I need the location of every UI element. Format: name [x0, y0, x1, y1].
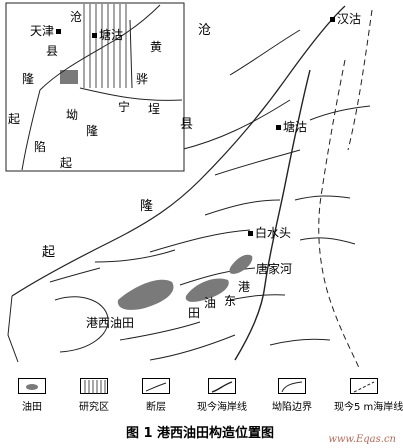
legend-label: 现今5 m海岸线: [334, 402, 403, 413]
inset-label-ning: 宁: [118, 100, 131, 114]
inset-label-hua: 骅: [136, 72, 149, 86]
baishuitou-dot: [248, 231, 253, 236]
tanggu-inset-dot: [92, 33, 97, 38]
fault-swatch: [142, 378, 170, 394]
inset-coast: [129, 19, 133, 89]
inset-boundary-line: [39, 4, 161, 91]
inset-label-long2: 隆: [86, 124, 99, 138]
main-label-hangu: 汉沽: [328, 12, 361, 26]
main-label-cang: 沧: [198, 23, 212, 38]
fault: [94, 249, 176, 263]
fault: [149, 334, 236, 361]
fault: [299, 237, 356, 245]
gangxi-bay-line: [54, 296, 109, 353]
legend-label: 研究区: [79, 402, 109, 413]
fault: [229, 29, 301, 76]
gangdong-oilfield-shape: [185, 278, 229, 302]
coastline-swatch: [208, 378, 236, 394]
left-boundary-line: [7, 295, 19, 363]
legend: 油田 研究区 断层 现今海岸线: [0, 378, 403, 418]
legend-item-study: 研究区: [64, 378, 124, 413]
legend-item-coast: 现今海岸线: [192, 378, 252, 413]
tangjiahe-oilfield-shape: [229, 254, 253, 274]
fault: [49, 267, 101, 283]
inset-frame: [5, 2, 185, 172]
main-label-xian: 县: [180, 117, 194, 132]
fault: [294, 195, 351, 201]
inset-label-ao: 坳: [66, 108, 79, 122]
main-label-gang: 港: [238, 280, 251, 294]
fault: [119, 321, 201, 341]
faults: [49, 29, 371, 361]
coastline-5m: [318, 59, 361, 371]
fault: [229, 294, 286, 301]
oilfield-swatch: [18, 378, 46, 394]
legend-item-coast5: 现今5 m海岸线: [334, 378, 403, 413]
main-label-you: 油: [204, 296, 217, 310]
inset-label-huang: 黄: [150, 40, 163, 54]
legend-label: 油田: [22, 402, 42, 413]
inset-label-tanggu: 塘沽: [90, 28, 123, 42]
coastline: [234, 69, 311, 361]
inset-label-xian2: 陷: [34, 140, 47, 154]
oilfields: [117, 254, 253, 310]
figure-caption: 图 1 港西油田构造位置图: [125, 426, 275, 441]
structure-map: [5, 2, 373, 371]
inset-label-tianjin: 天津: [30, 24, 63, 38]
fault: [214, 149, 301, 176]
inset-label-cang: 沧: [70, 10, 83, 24]
main-label-tangjiahe: 唐家河: [256, 262, 293, 276]
gangxi-oilfield-shape: [117, 279, 174, 310]
legend-label: 坳陷边界: [272, 402, 312, 413]
main-label-qi: 起: [42, 245, 56, 260]
fault: [269, 338, 331, 346]
depression-boundary-swatch: [278, 378, 306, 394]
fault: [149, 229, 251, 253]
hangu-dot: [330, 17, 335, 22]
main-label-baishuitou: 白水头: [246, 226, 291, 240]
coastline-5m-swatch: [350, 378, 378, 394]
inset-oilfield-block: [60, 70, 78, 84]
inset-boundary-line-2: [21, 89, 41, 171]
uplift-boundary-line: [11, 5, 346, 297]
fault: [204, 199, 281, 216]
inset-label-qi: 起: [8, 112, 21, 126]
inset-label-long: 隆: [22, 72, 35, 86]
watermark: www.Eqas.cn: [328, 434, 396, 445]
main-label-dong: 东: [224, 294, 237, 308]
legend-item-fault: 断层: [126, 378, 186, 413]
tianjin-dot: [56, 29, 62, 34]
study-area-swatch: [80, 378, 108, 394]
legend-label: 断层: [146, 402, 166, 413]
legend-label: 现今海岸线: [197, 402, 247, 413]
legend-item-oilfield: 油田: [2, 378, 62, 413]
main-label-gangxi: 港西油田: [86, 316, 135, 330]
inset-label-qi2: 起: [60, 156, 73, 170]
main-label-tanggu: 塘沽: [274, 120, 307, 134]
fault: [179, 267, 256, 286]
tanggu-dot: [276, 125, 281, 130]
legend-item-boundary: 坳陷边界: [262, 378, 322, 413]
inset-boundary-line-3: [79, 87, 183, 101]
inset-label-cheng: 埕: [148, 102, 161, 116]
main-label-tian: 田: [188, 306, 201, 320]
main-label-long: 隆: [140, 199, 154, 214]
inset-label-xian: 县: [46, 44, 59, 58]
fault: [179, 99, 291, 151]
fault: [309, 105, 371, 121]
study-area: [83, 4, 127, 88]
coastline-5m-b: [347, 9, 373, 151]
